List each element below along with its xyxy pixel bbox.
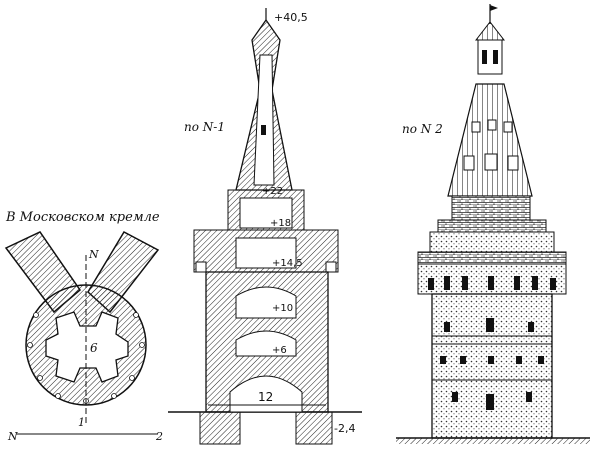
section-vault-upper [235, 286, 297, 319]
section-elev-14-5: +14,5 [272, 258, 303, 269]
elevation-loopholes-upper [428, 276, 556, 290]
elevation-upper-band [451, 195, 531, 221]
section-arch-gate [229, 375, 303, 413]
section-foundation-right [295, 411, 333, 445]
plan-caption: В Московском кремле [5, 210, 160, 225]
tower-section: по N-1 +40,5 +22 +18 +14,5 +10 +6 12 -2,… [168, 8, 362, 445]
elevation-tent-roof [447, 83, 533, 197]
elevation-caption: по N 2 [402, 122, 443, 136]
elevation-gallery [417, 251, 567, 265]
elevation-main-body [431, 293, 553, 439]
plan-north-label: N [88, 248, 99, 261]
section-caption: по N-1 [184, 120, 225, 134]
elevation-ground-hatch [396, 438, 590, 444]
section-foundation-left [199, 411, 241, 445]
elevation-lantern [477, 39, 503, 75]
section-elev-10: +10 [272, 303, 293, 314]
section-elev-ground: -2,4 [334, 422, 355, 435]
section-upper-room [239, 197, 293, 229]
tower-plan: В Московском кремле N 6 1 N 2 [4, 210, 163, 443]
elevation-cornice [437, 219, 547, 233]
plan-label-6: 6 [90, 341, 98, 355]
plan-label-1: 1 [78, 416, 85, 429]
elevation-flag [490, 5, 498, 11]
tower-elevation: по N 2 [396, 4, 590, 444]
section-elev-18: +18 [270, 218, 291, 229]
plan-label-n: N [7, 430, 18, 443]
elevation-dormers [463, 119, 519, 171]
section-span: 12 [258, 390, 273, 404]
plan-loopholes [27, 312, 145, 404]
plan-interior [45, 311, 129, 383]
plan-label-2: 2 [155, 430, 163, 443]
section-elev-22: +22 [262, 186, 283, 197]
section-elev-6: +6 [272, 345, 287, 356]
elevation-parapet [429, 231, 555, 253]
elevation-windows [440, 318, 544, 410]
section-parapet-room [235, 237, 297, 269]
section-tent-interior [253, 54, 275, 186]
section-tent-window [261, 125, 266, 135]
section-elev-top: +40,5 [274, 11, 308, 24]
section-vault-middle [235, 330, 297, 357]
elevation-lantern-roof [474, 21, 506, 41]
